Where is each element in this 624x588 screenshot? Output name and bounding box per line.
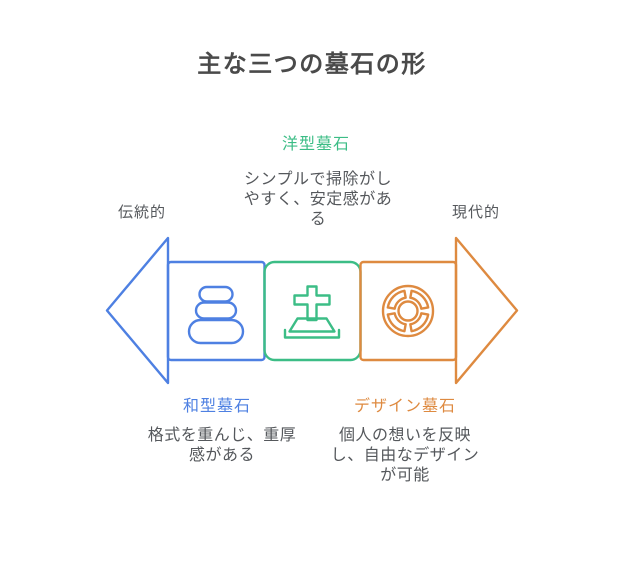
- spectrum-right-label: 現代的: [452, 204, 501, 221]
- yougata-group: [263, 260, 362, 362]
- cross-gravestone-icon: [283, 285, 341, 339]
- design-wheel-icon: [381, 284, 435, 338]
- item-description-yougata: シンプルで掃除がしやすく、安定感がある: [243, 171, 393, 228]
- design-box: [359, 260, 458, 362]
- item-description-design: 個人の想いを反映し、自由なデザインが可能: [330, 427, 480, 484]
- wagata-box: [166, 260, 266, 362]
- spectrum-arrow-diagram: [105, 236, 519, 385]
- right-arrow-head: [454, 236, 519, 385]
- left-arrow-head: [105, 236, 170, 385]
- spectrum-left-label: 伝統的: [118, 204, 167, 221]
- item-label-design: デザイン墓石: [353, 398, 456, 415]
- item-label-yougata: 洋型墓石: [281, 136, 350, 153]
- design-side-group: [359, 236, 519, 385]
- yougata-box: [263, 260, 362, 362]
- stacked-stones-icon: [187, 285, 245, 345]
- page-title: 主な三つの墓石の形: [197, 51, 427, 78]
- item-label-wagata: 和型墓石: [182, 398, 251, 415]
- item-description-wagata: 格式を重んじ、重厚感がある: [147, 427, 297, 464]
- traditional-side-group: [105, 236, 266, 385]
